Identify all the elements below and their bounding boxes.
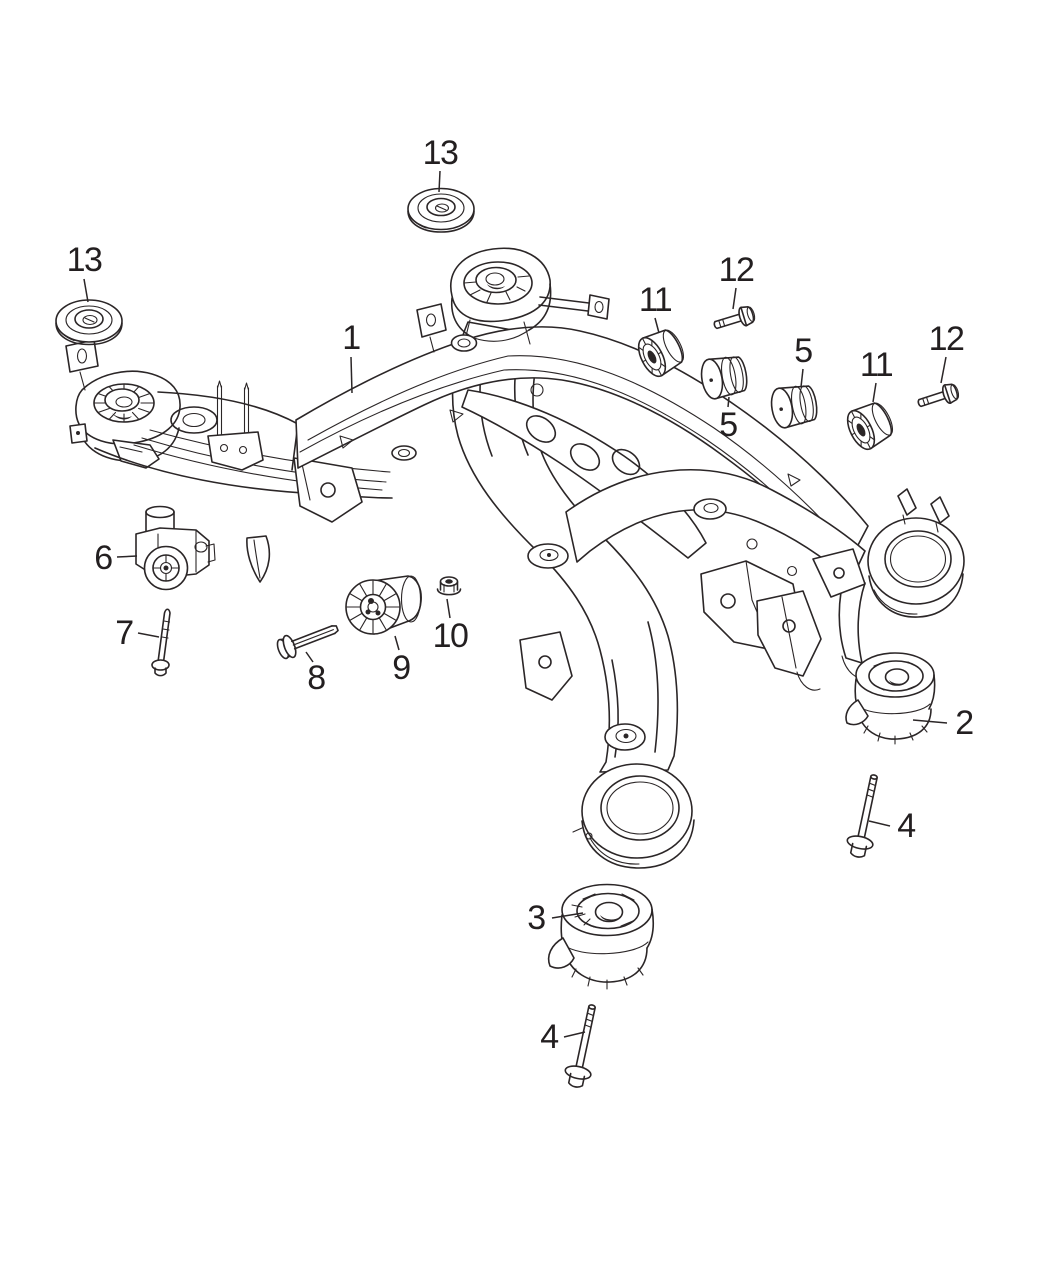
callout-8-leader xyxy=(305,651,314,663)
callout-6-label: 6 xyxy=(94,539,112,577)
upper-mount xyxy=(416,247,610,353)
part-7-bolt xyxy=(151,608,171,677)
part-5-bushing-left xyxy=(700,356,748,400)
callout-5-leader xyxy=(800,368,804,388)
part-13-isolator-top xyxy=(407,187,475,233)
callout-4-leader xyxy=(563,1031,586,1038)
part-12-bolt-right xyxy=(917,383,960,408)
part-2-bushing xyxy=(845,652,936,745)
callout-12-leader xyxy=(940,356,947,384)
callout-8-label: 8 xyxy=(307,659,325,697)
callout-11-leader xyxy=(654,317,660,334)
callout-2-label: 2 xyxy=(955,704,973,742)
center-brackets xyxy=(700,548,866,691)
part-8-bolt xyxy=(276,625,339,660)
part-12-bolt-left xyxy=(713,306,756,330)
part-1-crossmember xyxy=(65,247,965,869)
locating-pins xyxy=(207,380,264,471)
callout-12-label: 12 xyxy=(719,251,754,289)
part-11-bushing-right xyxy=(846,402,894,451)
callout-2-leader xyxy=(912,719,948,724)
part-11-bushing-left xyxy=(637,329,685,378)
callout-3-label: 3 xyxy=(527,899,545,937)
lower-ring-mount xyxy=(519,631,695,869)
part-6-mount xyxy=(135,505,216,591)
callout-5-leader xyxy=(727,396,730,408)
part-3-bushing xyxy=(547,883,654,990)
callout-3-leader xyxy=(551,912,584,919)
callout-1-label: 1 xyxy=(342,319,360,357)
callout-11-label: 11 xyxy=(860,346,893,384)
callout-5-label: 5 xyxy=(719,406,737,444)
callout-10-label: 10 xyxy=(433,617,468,655)
callout-13-leader xyxy=(438,170,441,193)
callout-13-leader xyxy=(83,278,89,303)
callout-4-label: 4 xyxy=(897,807,915,845)
callout-11-leader xyxy=(872,382,877,403)
callout-9-label: 9 xyxy=(392,649,410,687)
part-9-bushing xyxy=(345,575,422,635)
part-13-isolator-left xyxy=(55,299,123,346)
callout-11-label: 11 xyxy=(639,281,672,319)
callout-7-leader xyxy=(137,632,160,638)
callout-1-leader xyxy=(350,356,353,394)
part-4-bolt-bottom xyxy=(564,1004,596,1088)
left-arm xyxy=(65,339,393,583)
callout-13-label: 13 xyxy=(423,134,458,172)
callout-4-leader xyxy=(868,820,891,827)
callout-12-label: 12 xyxy=(929,320,964,358)
callout-9-leader xyxy=(394,635,400,651)
callout-4-label: 4 xyxy=(540,1018,558,1056)
part-10-nut xyxy=(436,576,462,596)
part-5-bushing-right xyxy=(770,385,818,429)
pad-seats xyxy=(391,445,727,569)
callout-5-label: 5 xyxy=(794,332,812,370)
callout-7-label: 7 xyxy=(115,614,133,652)
left-bushing-boss xyxy=(69,370,218,469)
callout-10-leader xyxy=(446,598,451,619)
callout-13-label: 13 xyxy=(67,241,102,279)
callout-12-leader xyxy=(732,287,737,310)
part-4-bolt-right xyxy=(846,774,878,858)
callout-6-leader xyxy=(116,555,138,558)
